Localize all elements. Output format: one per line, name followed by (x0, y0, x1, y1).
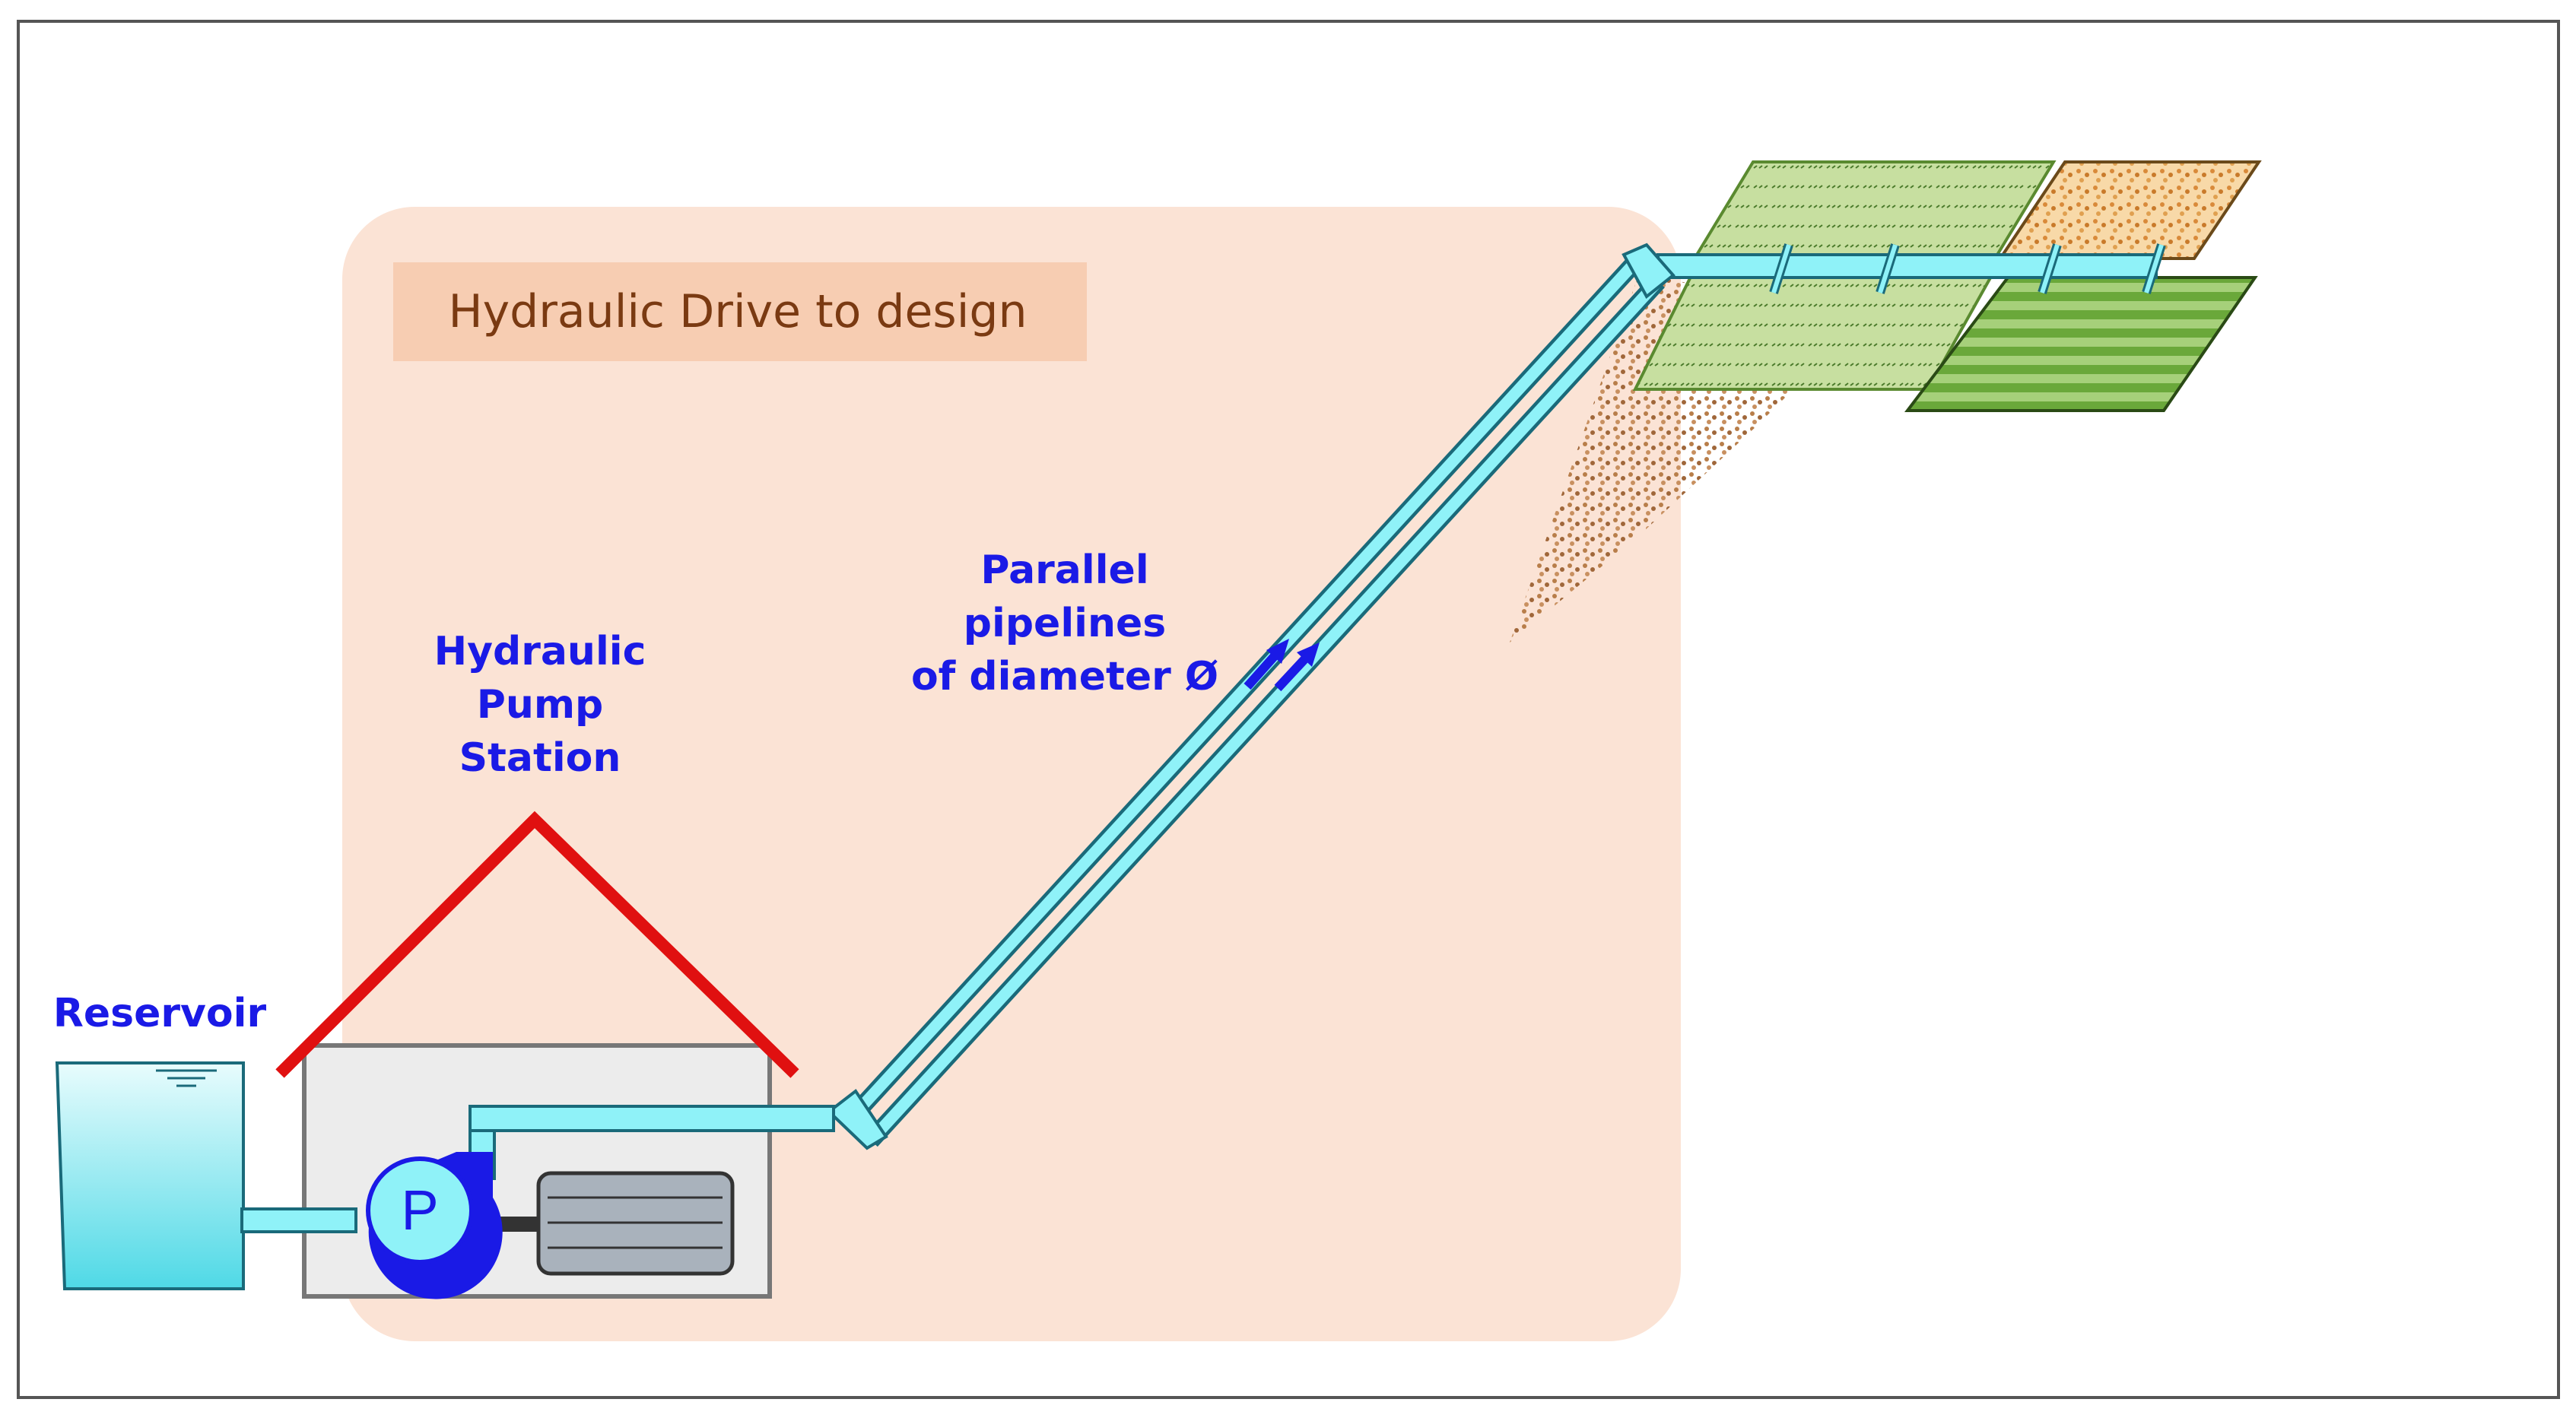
pump-station-label-line-3: Station (459, 735, 621, 781)
lateral-2-fill (1878, 244, 1898, 293)
distribution-pipe (1656, 253, 2158, 279)
pipeline-b-fill (866, 277, 1663, 1145)
pump-symbol: P (401, 1179, 438, 1242)
field-green-rows (1904, 276, 2258, 412)
flow-arrow-2 (1274, 642, 1320, 692)
pipelines-label-line-1: Parallel (980, 547, 1149, 593)
field-green-striped-top (1689, 160, 2057, 264)
pump-house-roof (275, 811, 799, 1078)
reservoir-tank (55, 1061, 245, 1290)
pump-impeller (366, 1156, 474, 1264)
upper-manifold (1622, 243, 1676, 300)
pipelines-label-line-3: of diameter Ø (910, 654, 1219, 700)
suction-pipe (240, 1207, 357, 1233)
diagram-title: Hydraulic Drive to design (448, 285, 1028, 338)
field-sand (1997, 160, 2262, 260)
pump-station-label-line-2: Pump (476, 682, 604, 728)
lateral-1-fill (1771, 244, 1791, 293)
title-box (393, 262, 1087, 361)
lateral-4-fill (2144, 244, 2164, 293)
discharge-pipe-front (469, 1105, 835, 1132)
pump-station-label: Hydraulic Pump Station (365, 625, 715, 785)
pipelines-label-line-2: pipelines (963, 601, 1167, 646)
pump-station-label-line-1: Hydraulic (434, 629, 646, 674)
reservoir-label: Reservoir (52, 991, 267, 1036)
pipeline-a-fill (843, 258, 1640, 1126)
lateral-3-fill (2040, 244, 2060, 293)
flow-arrow-1 (1244, 639, 1289, 690)
lower-manifold (826, 1089, 888, 1150)
pipelines-label: Parallel pipelines of diameter Ø (882, 544, 1247, 703)
